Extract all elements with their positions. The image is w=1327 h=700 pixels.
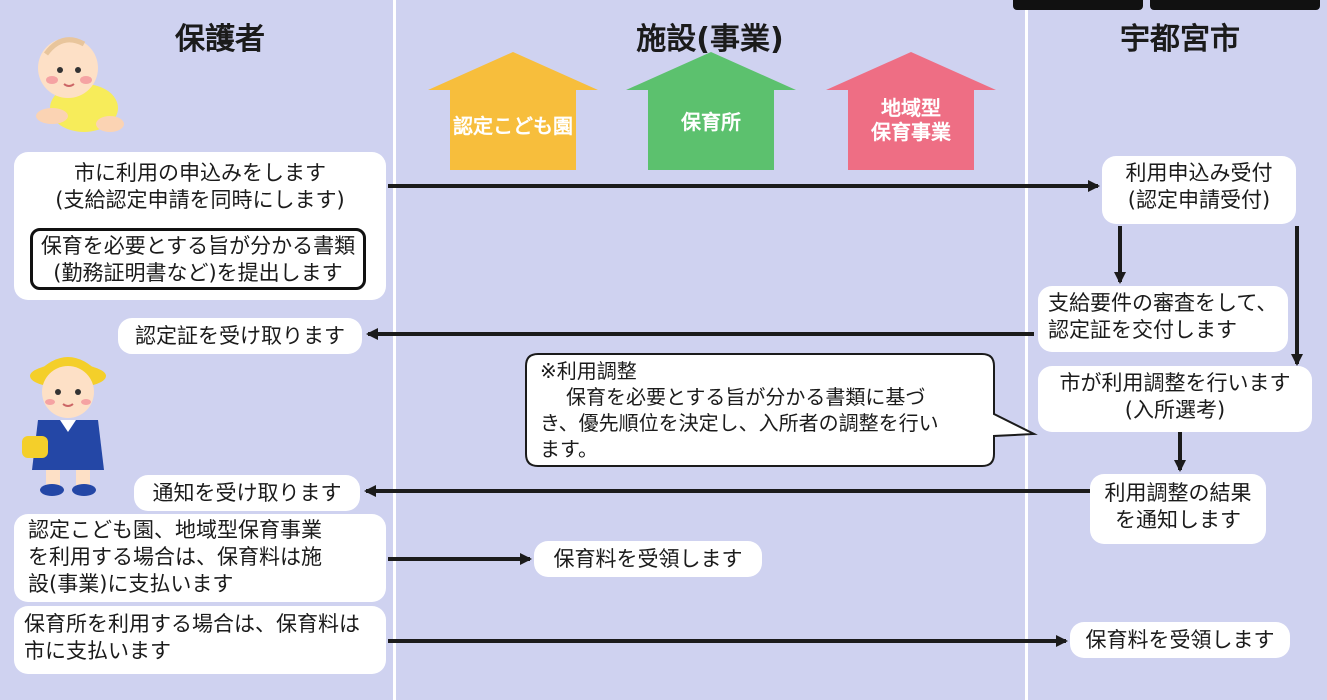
city-notify-box: 利用調整の結果 を通知します [1090,474,1266,544]
guardian-receive-notice: 通知を受け取ります [134,475,360,511]
column-title-guardian: 保護者 [175,22,265,57]
callout-shape [525,353,1038,467]
guardian-apply-line1: 市に利用の申込みをします [74,161,326,185]
callout-line3: ます。 [540,437,598,461]
house-kodomoen: 認定こども園 [428,52,598,170]
city-adjust-line2: (入所選考) [1124,398,1226,422]
city-notify-line1: 利用調整の結果 [1104,481,1252,505]
column-title-facility: 施設(事業) [636,22,784,57]
city-receive-fee: 保育料を受領します [1070,622,1290,658]
city-adjust-box: 市が利用調整を行います (入所選考) [1038,366,1312,432]
city-adjust-line1: 市が利用調整を行います [1059,371,1291,395]
pay-facility-line2: を利用する場合は、保育料は施 [28,545,322,569]
callout-line2: き、優先順位を決定し、入所者の調整を行い [540,411,939,435]
house-label-line: 保育事業 [871,120,951,144]
house-shape [626,52,796,170]
callout-title: ※利用調整 [540,359,637,383]
guardian-apply-line2: (支給認定申請を同時にします) [55,188,345,212]
house-label-line: 地域型 [881,96,941,120]
guardian-docs-line2: (勤務証明書など)を提出します [53,261,343,285]
city-accept-box: 利用申込み受付 (認定申請受付) [1102,156,1296,224]
house-hoikusho: 保育所 [626,52,796,170]
city-review-box: 支給要件の審査をして、 認定証を交付します [1038,286,1288,352]
house-label: 保育所 [681,110,741,134]
pay-facility-line3: 設(事業)に支払います [28,572,234,596]
facility-receive-fee: 保育料を受領します [534,541,762,577]
city-accept-line2: (認定申請受付) [1127,188,1271,212]
house-shape [826,52,996,170]
guardian-docs-line1: 保育を必要とする旨が分かる書類 [40,234,356,258]
city-review-line2: 認定証を交付します [1048,318,1237,342]
house-chiikigata: 地域型 保育事業 [826,52,996,170]
city-notify-line2: を通知します [1115,508,1241,532]
callout-bubble: ※利用調整 保育を必要とする旨が分かる書類に基づ き、優先順位を決定し、入所者の… [524,352,1038,468]
house-shape [428,52,598,170]
house-label: 地域型 保育事業 [826,96,996,144]
column-title-city: 宇都宮市 [1120,22,1240,57]
top-tab-decoration [1013,0,1143,10]
top-tab-decoration [1150,0,1320,10]
kindergartener-icon [12,340,124,504]
city-review-line1: 支給要件の審査をして、 [1048,291,1278,315]
pay-city-line1: 保育所を利用する場合は、保育料は [24,612,360,636]
pay-city-line2: 市に支払います [24,639,171,663]
guardian-docs-box: 保育を必要とする旨が分かる書類 (勤務証明書など)を提出します [30,228,366,290]
column-divider-right [1025,0,1028,700]
pay-facility-line1: 認定こども園、地域型保育事業 [28,518,322,542]
guardian-receive-cert: 認定証を受け取ります [118,318,362,354]
guardian-pay-city-box: 保育所を利用する場合は、保育料は 市に支払います [14,606,386,674]
callout-line1: 保育を必要とする旨が分かる書類に基づ [566,385,926,409]
city-accept-line1: 利用申込み受付 [1125,161,1273,185]
baby-icon [22,20,132,144]
column-divider-left [393,0,396,700]
house-label: 認定こども園 [453,114,573,138]
guardian-pay-facility-box: 認定こども園、地域型保育事業 を利用する場合は、保育料は施 設(事業)に支払いま… [14,514,386,602]
